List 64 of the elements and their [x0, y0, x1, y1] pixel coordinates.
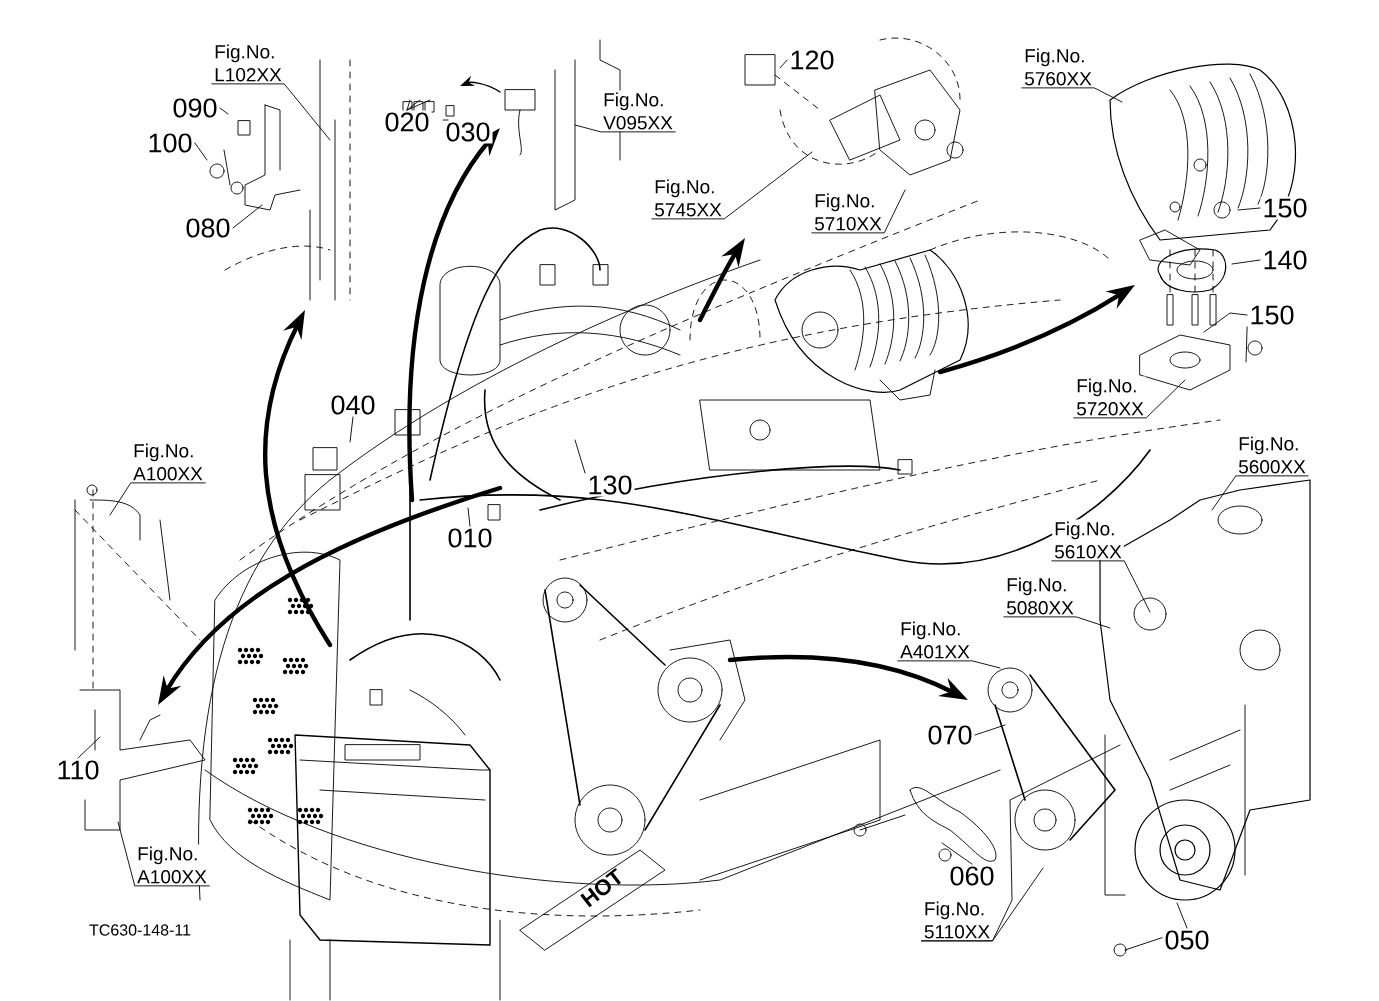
- callout-number: 080: [183, 216, 233, 240]
- leader-line: [574, 439, 586, 474]
- leader-line: [77, 736, 101, 759]
- callout-number: 030: [443, 120, 493, 144]
- leader-line: [941, 842, 973, 865]
- figure-reference: Fig.No. 5110XX: [921, 899, 993, 941]
- leader-line: [974, 724, 1006, 736]
- callout-number: 070: [925, 723, 975, 747]
- figure-reference: Fig.No. 5710XX: [812, 191, 884, 233]
- leader-line: [1176, 902, 1188, 929]
- figure-reference: Fig.No. V095XX: [601, 90, 675, 132]
- leader-line: [467, 507, 471, 527]
- figure-reference: Fig.No. L102XX: [212, 42, 284, 84]
- node-label: 5610XX: [1054, 545, 1122, 559]
- leader-line: [811, 189, 906, 234]
- callout-number: 100: [145, 131, 195, 155]
- leader-line: [1073, 379, 1186, 419]
- leader-line: [442, 119, 449, 121]
- leader-line: [1237, 207, 1261, 211]
- leader-line: [1051, 560, 1151, 613]
- leader-line: [1211, 475, 1309, 511]
- figure-reference: Fig.No. 5600XX: [1236, 434, 1308, 476]
- leader-line: [779, 59, 788, 69]
- figure-reference: Fig.No. 5080XX: [1004, 575, 1076, 617]
- callout-number: 040: [328, 393, 378, 417]
- drawing-number: TC630-148-11: [89, 924, 191, 936]
- leader-line: [211, 83, 331, 141]
- leader-line: [117, 821, 210, 887]
- leader-line: [921, 744, 1121, 942]
- leader-line: [194, 142, 208, 161]
- figure-reference: Fig.No. A401XX: [898, 619, 972, 661]
- leader-line: [1231, 259, 1261, 265]
- leader-line: [406, 99, 421, 111]
- callout-number: 020: [382, 110, 432, 134]
- leader-line: [1003, 616, 1111, 629]
- leader-line: [219, 107, 229, 115]
- callout-number: 110: [54, 758, 102, 782]
- leader-line: [1203, 312, 1248, 333]
- leader-line: [1021, 87, 1123, 103]
- leader-line: [897, 660, 1001, 669]
- leader-line: [1245, 326, 1248, 363]
- callout-number: 150: [1260, 196, 1310, 220]
- figure-reference: Fig.No. A100XX: [131, 441, 205, 483]
- node-label: Fig.No.: [1055, 521, 1114, 540]
- callout-number: 010: [445, 526, 495, 550]
- leader-line: [406, 99, 411, 111]
- callout-number: 060: [947, 864, 997, 888]
- leader-line: [651, 151, 813, 220]
- leader-line: [232, 204, 263, 229]
- leader-line: [406, 99, 431, 111]
- leader-line: [574, 124, 676, 133]
- callout-number: 140: [1260, 248, 1310, 272]
- callout-number: 050: [1162, 928, 1212, 952]
- figure-reference: Fig.No. 5760XX: [1022, 46, 1094, 88]
- callout-number: 120: [787, 48, 837, 72]
- callout-number: 150: [1247, 303, 1297, 327]
- figure-reference: Fig.No. A100XX: [135, 844, 209, 886]
- leader-line: [109, 482, 206, 516]
- leader-line: [349, 416, 354, 443]
- figure-reference: Fig.No. 5610XX: [1052, 519, 1124, 561]
- callout-number: 090: [170, 96, 220, 120]
- figure-reference: Fig.No. 5745XX: [652, 177, 724, 219]
- callout-number: 130: [585, 473, 635, 497]
- figure-reference: Fig.No. 5720XX: [1074, 376, 1146, 418]
